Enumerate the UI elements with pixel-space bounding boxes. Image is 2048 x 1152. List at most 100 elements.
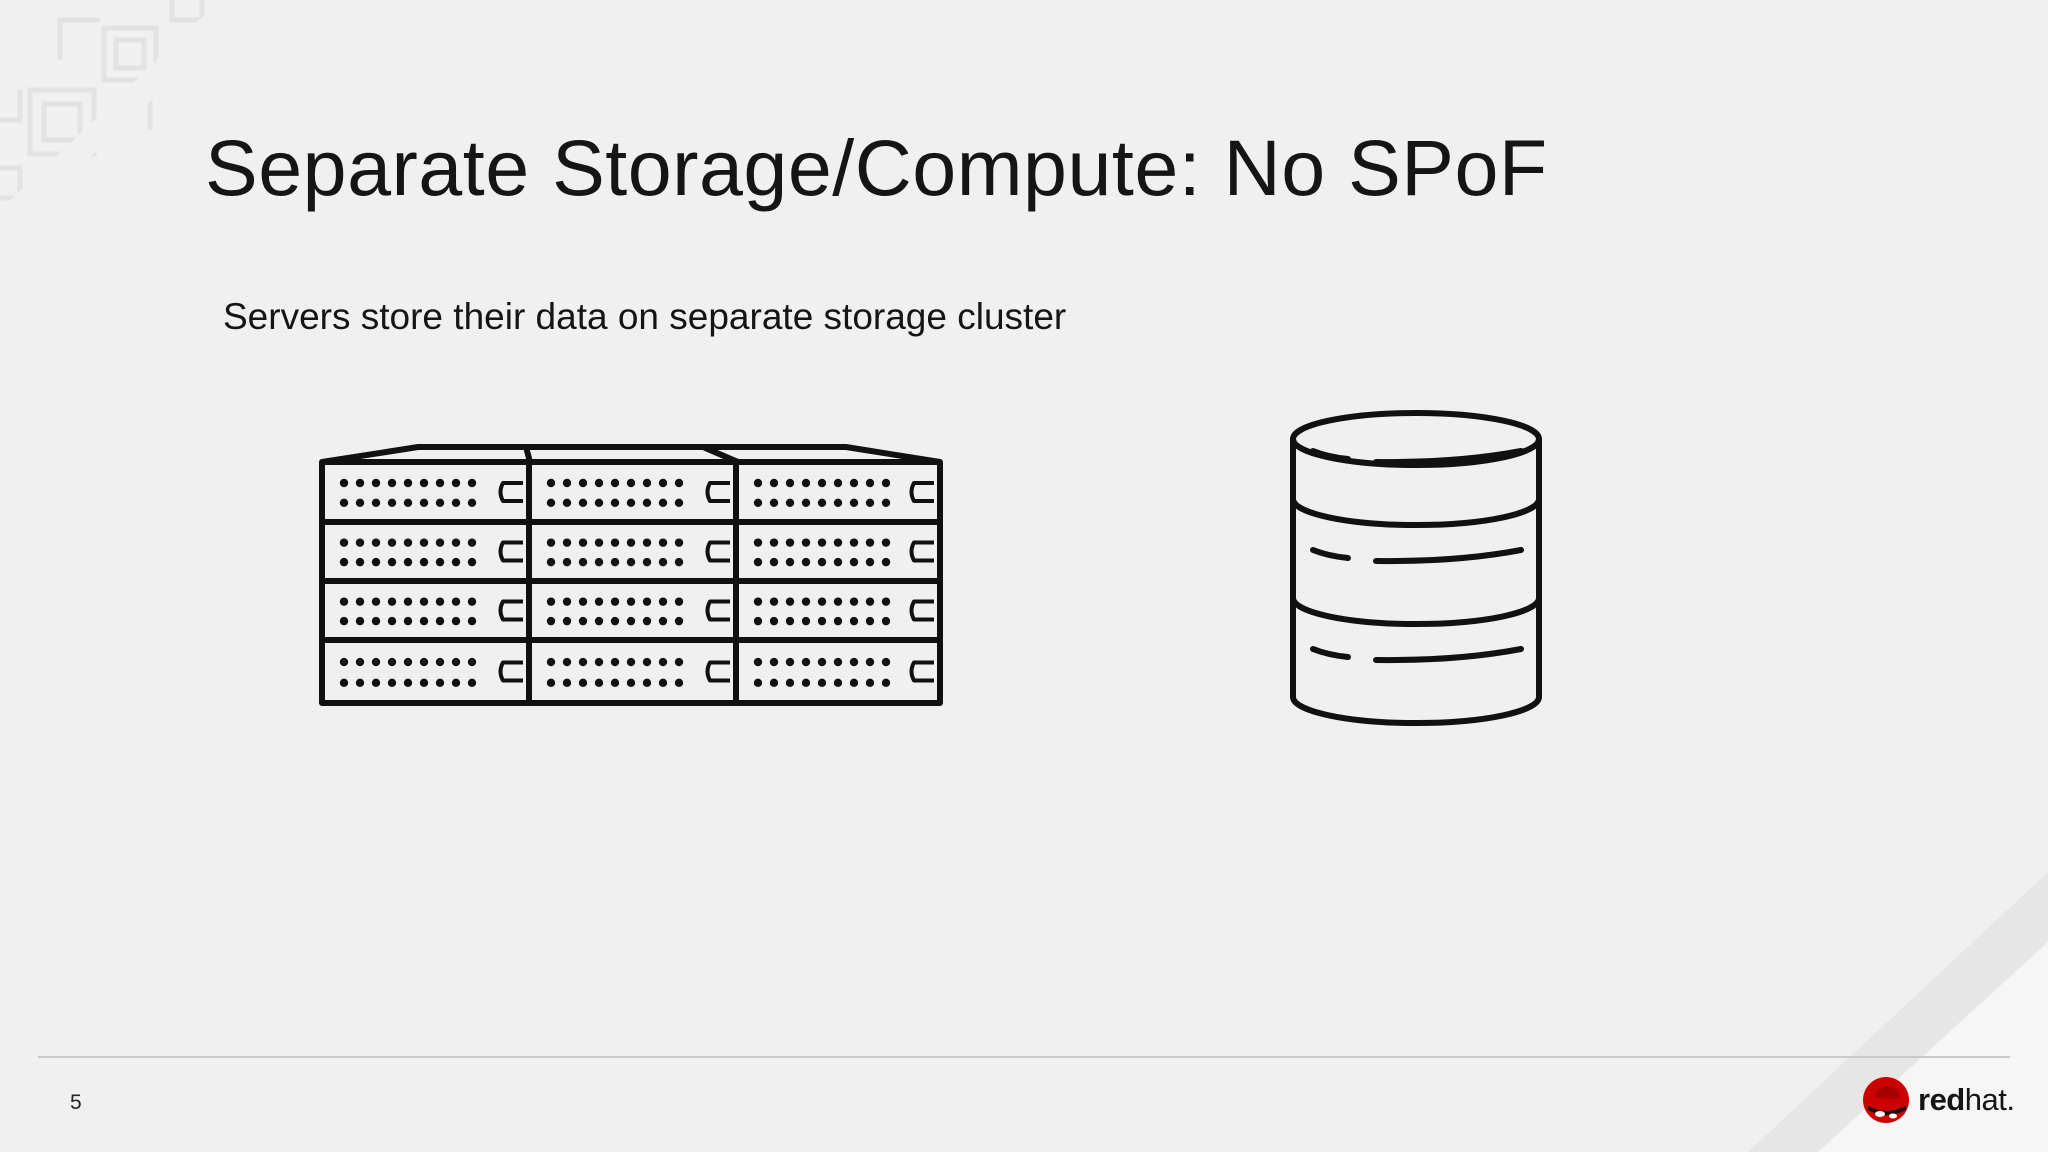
server-led xyxy=(865,538,875,547)
server-led xyxy=(403,498,413,507)
server-led xyxy=(578,597,588,606)
server-led xyxy=(403,538,413,547)
server-led xyxy=(610,616,620,626)
server-led xyxy=(785,657,795,667)
server-led xyxy=(785,557,795,567)
server-handle xyxy=(909,660,934,683)
server-led xyxy=(451,616,461,626)
server-led xyxy=(435,657,445,667)
server-led xyxy=(339,678,349,688)
server-led xyxy=(817,498,827,507)
server-led xyxy=(594,678,604,688)
server-led xyxy=(467,597,477,606)
server-led xyxy=(467,616,477,626)
server-led xyxy=(881,557,891,567)
server-led xyxy=(355,538,365,547)
server-led xyxy=(594,616,604,626)
server-led xyxy=(642,498,652,507)
server-led xyxy=(753,678,763,688)
server-led xyxy=(626,678,636,688)
server-led xyxy=(578,616,588,626)
server-led xyxy=(769,597,779,606)
server-led xyxy=(658,616,668,626)
server-led xyxy=(451,538,461,547)
server-led xyxy=(769,538,779,547)
server-led xyxy=(435,616,445,626)
server-led xyxy=(403,478,413,488)
server-led xyxy=(371,557,381,567)
server-led xyxy=(785,538,795,547)
server-led xyxy=(658,478,668,488)
server-led xyxy=(849,478,859,488)
server-handle xyxy=(705,599,730,622)
server-led xyxy=(865,597,875,606)
server-led xyxy=(610,597,620,606)
server-led xyxy=(753,597,763,606)
server-led xyxy=(785,498,795,507)
footer-divider xyxy=(38,1056,2010,1058)
server-led xyxy=(339,498,349,507)
red-hat-shadowman-icon xyxy=(1863,1077,1909,1123)
server-led xyxy=(865,678,875,688)
server-led xyxy=(674,557,684,567)
server-led xyxy=(435,538,445,547)
server-led xyxy=(419,478,429,488)
server-led xyxy=(371,478,381,488)
server-led xyxy=(435,557,445,567)
server-led xyxy=(467,678,477,688)
server-led xyxy=(419,557,429,567)
server-led xyxy=(578,498,588,507)
server-led xyxy=(801,498,811,507)
server-handle xyxy=(705,660,730,683)
server-led xyxy=(435,597,445,606)
server-led xyxy=(849,498,859,507)
server-led xyxy=(642,597,652,606)
server-led xyxy=(435,678,445,688)
server-led xyxy=(817,616,827,626)
server-led xyxy=(626,657,636,667)
server-led xyxy=(355,678,365,688)
server-led xyxy=(674,657,684,667)
server-led xyxy=(467,478,477,488)
logo-wordmark-hat: hat. xyxy=(1964,1082,2015,1117)
server-rack-icon xyxy=(319,444,943,706)
server-led xyxy=(817,478,827,488)
server-led xyxy=(451,597,461,606)
geometric-pattern-decoration xyxy=(0,0,260,240)
server-led xyxy=(387,616,397,626)
server-led xyxy=(355,616,365,626)
server-led xyxy=(849,538,859,547)
server-led xyxy=(865,616,875,626)
server-led xyxy=(467,657,477,667)
server-led xyxy=(371,498,381,507)
server-led xyxy=(610,478,620,488)
server-led xyxy=(833,478,843,488)
server-led xyxy=(849,616,859,626)
server-led xyxy=(801,678,811,688)
server-led xyxy=(467,498,477,507)
server-led xyxy=(817,657,827,667)
server-led xyxy=(785,597,795,606)
server-led xyxy=(467,557,477,567)
server-handle xyxy=(498,481,523,503)
server-led xyxy=(578,657,588,667)
server-led xyxy=(387,498,397,507)
server-handle xyxy=(909,481,934,503)
server-led xyxy=(769,657,779,667)
server-led xyxy=(594,657,604,667)
server-led xyxy=(801,657,811,667)
server-led xyxy=(769,498,779,507)
server-led xyxy=(626,538,636,547)
server-led xyxy=(594,478,604,488)
server-led xyxy=(371,678,381,688)
server-led xyxy=(833,498,843,507)
server-led xyxy=(355,597,365,606)
server-led xyxy=(371,616,381,626)
server-led xyxy=(451,557,461,567)
server-led xyxy=(833,538,843,547)
server-led xyxy=(387,657,397,667)
server-top xyxy=(321,444,941,465)
server-led xyxy=(658,498,668,507)
server-led xyxy=(578,478,588,488)
